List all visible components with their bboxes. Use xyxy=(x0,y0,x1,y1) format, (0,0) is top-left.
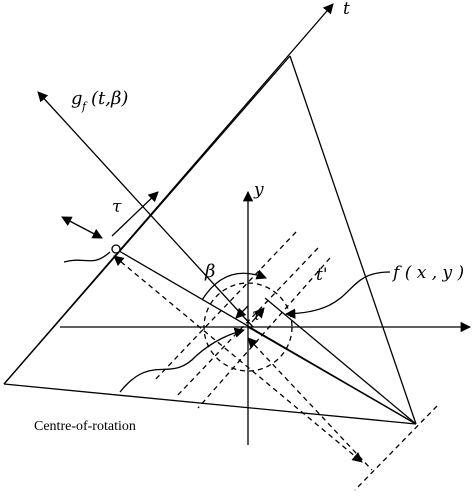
projection-axis xyxy=(37,91,254,328)
tau-prime-arrow xyxy=(235,305,249,319)
tau-label: τ xyxy=(112,197,122,217)
centre-callout xyxy=(119,327,245,393)
dashed-line-1 xyxy=(175,247,319,398)
t-prime-label: t' xyxy=(316,265,328,285)
t-axis xyxy=(3,3,334,385)
centre-of-rotation-label: Centre-of-rotation xyxy=(34,419,136,434)
svg-text:g: g xyxy=(71,88,83,109)
dashed-line-2 xyxy=(197,257,331,409)
detector-point-callout xyxy=(63,251,111,263)
dashed-projection-2 xyxy=(247,337,373,471)
detector-point xyxy=(111,244,121,254)
outer-edge-bottom xyxy=(3,383,417,425)
y-axis-label: y xyxy=(253,180,264,200)
outer-edge-right xyxy=(289,55,417,425)
t-axis-label: t xyxy=(343,0,350,19)
ray-upper xyxy=(264,297,417,425)
dashed-detector-line xyxy=(354,405,438,491)
svg-text:f: f xyxy=(81,100,88,113)
tau-prime-label: τ' xyxy=(252,305,265,324)
f-callout xyxy=(284,271,391,319)
beta-arc xyxy=(201,269,267,301)
dashed-projection-1 xyxy=(113,255,363,463)
projection-label: g f (t,β) xyxy=(71,88,128,113)
object-function-label: f ( x , y ) xyxy=(391,263,464,283)
svg-text:(t,β): (t,β) xyxy=(91,88,128,109)
ray-through-centre xyxy=(247,326,417,425)
beta-label: β xyxy=(204,261,215,282)
tau-prime-arrow-2 xyxy=(251,307,265,323)
tau-dimension-arrow xyxy=(61,216,103,239)
tau-extension-arrow xyxy=(111,191,159,237)
